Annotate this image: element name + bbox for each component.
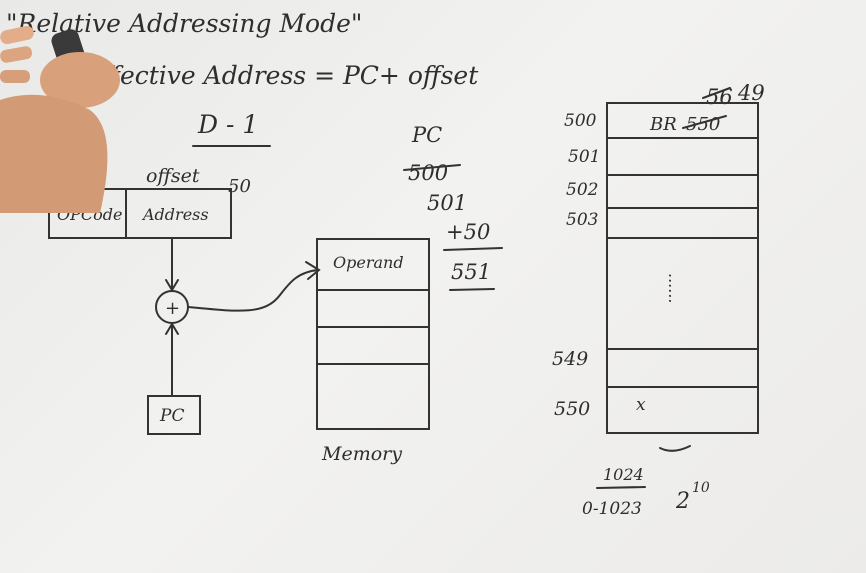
table-cell-x: x [636, 395, 646, 415]
memory-cell-operand: Operand [333, 253, 404, 272]
address-table-box [606, 102, 759, 434]
pc-register-label: PC [159, 406, 184, 426]
formula-text: Effective Address = PC+ offset [83, 61, 479, 90]
result-underline [449, 288, 495, 291]
table-top-value: 49 [737, 81, 765, 105]
address-field: Address [141, 205, 209, 224]
adder-symbol: + [165, 298, 180, 319]
instruction-format-box [48, 188, 232, 239]
size-underline [596, 486, 646, 489]
strike-through-line [403, 164, 461, 171]
power-base-note: 2 [675, 489, 690, 514]
table-address: 549 [552, 348, 588, 370]
table-address: 502 [566, 180, 598, 200]
table-cell-struck: 550 [686, 114, 720, 135]
tick-mark [659, 445, 691, 452]
offset-value: 50 [228, 176, 251, 197]
table-address: 503 [566, 210, 598, 230]
pc-calc-label: PC [411, 123, 442, 147]
table-ellipsis: ...... [665, 273, 684, 304]
memory-block [316, 238, 430, 430]
arrowhead-up-icon [165, 322, 179, 335]
strike-through-line [702, 87, 731, 99]
adder-to-memory-arrow [187, 269, 319, 312]
table-address: 500 [564, 111, 597, 131]
pc-calc-struck-value: 500 [408, 161, 448, 185]
strike-through-line [682, 115, 727, 129]
pc-register-box [147, 395, 201, 435]
memory-label: Memory [321, 443, 402, 465]
pc-calc-value: 501 [427, 191, 467, 215]
presenter-hand [0, 25, 120, 213]
memory-size-note: 1024 [603, 465, 644, 484]
power-exponent-note: 10 [692, 480, 710, 496]
section-heading: D - 1 [197, 110, 258, 139]
address-range-note: 0-1023 [582, 499, 642, 519]
pc-calc-add: +50 [446, 220, 490, 244]
offset-label: offset [146, 165, 200, 187]
pc-calc-result: 551 [451, 260, 491, 284]
sum-line [443, 247, 503, 251]
table-address: 501 [568, 147, 600, 167]
arrowhead-right-icon [305, 261, 321, 280]
table-cell-branch: BR [649, 114, 677, 135]
table-address: 550 [554, 398, 590, 420]
